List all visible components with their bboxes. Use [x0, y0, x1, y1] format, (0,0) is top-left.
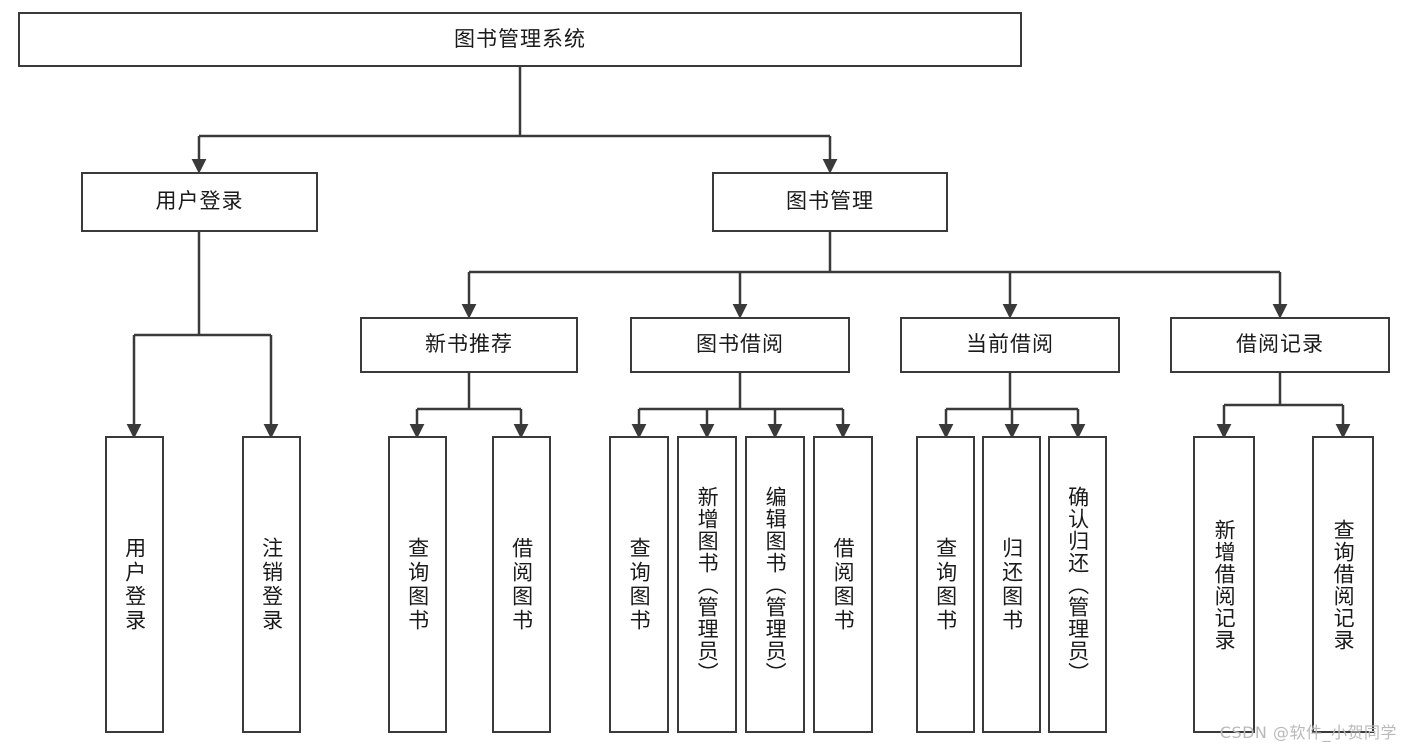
csdn-watermark: CSDN @软件_小贺同学	[1219, 723, 1397, 742]
leaf-add-borrow-record[interactable]: 新增借阅记录	[1193, 436, 1255, 733]
leaf-query-book-borrow[interactable]: 查询图书	[609, 436, 669, 733]
node-book-borrow[interactable]: 图书借阅	[630, 317, 850, 373]
leaf-query-borrow-record[interactable]: 查询借阅记录	[1312, 436, 1374, 733]
leaf-confirm-return-admin[interactable]: 确认归还（管理员）	[1048, 436, 1107, 733]
node-user-login[interactable]: 用户登录	[81, 172, 318, 232]
leaf-return-book[interactable]: 归还图书	[982, 436, 1041, 733]
leaf-query-book-current[interactable]: 查询图书	[916, 436, 975, 733]
leaf-query-book-new-rec[interactable]: 查询图书	[388, 436, 447, 733]
node-book-manage[interactable]: 图书管理	[712, 172, 948, 232]
leaf-edit-book-admin[interactable]: 编辑图书（管理员）	[745, 436, 805, 733]
node-new-book-recommendation[interactable]: 新书推荐	[360, 317, 578, 373]
leaf-user-logout[interactable]: 注销登录	[242, 436, 301, 733]
leaf-borrow-book-new-rec[interactable]: 借阅图书	[492, 436, 551, 733]
leaf-borrow-book-borrow[interactable]: 借阅图书	[813, 436, 873, 733]
leaf-add-book-admin[interactable]: 新增图书（管理员）	[677, 436, 737, 733]
node-borrow-record[interactable]: 借阅记录	[1170, 317, 1390, 373]
node-root-book-management-system[interactable]: 图书管理系统	[18, 12, 1022, 67]
node-current-borrow[interactable]: 当前借阅	[900, 317, 1120, 373]
leaf-user-login[interactable]: 用户登录	[105, 436, 164, 733]
